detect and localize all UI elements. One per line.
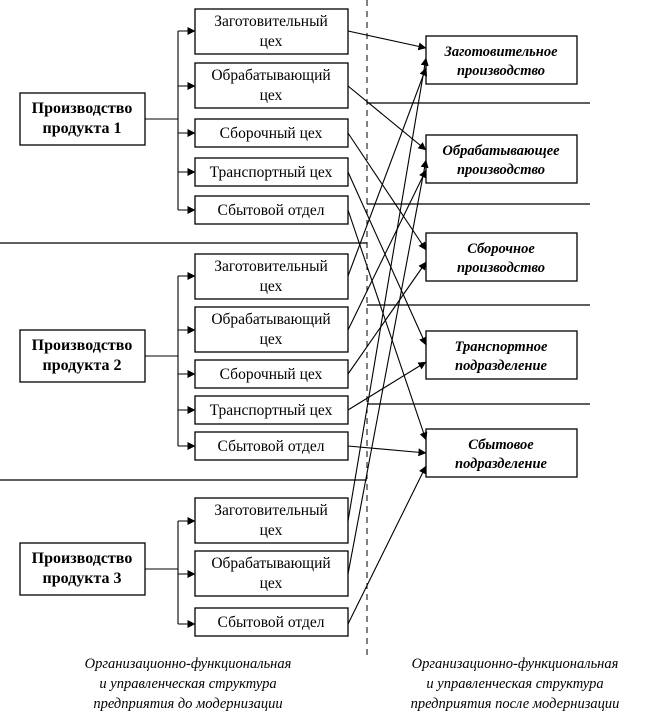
caption-after-line2: и управленческая структура <box>426 676 603 692</box>
product-1-label-line2: продукта 1 <box>42 120 121 137</box>
p2-zagot-line2: цех <box>260 278 283 295</box>
p3-sbyt-shop <box>194 607 349 637</box>
p1-obrab-line2: цех <box>260 87 283 104</box>
product-1-box <box>19 92 146 146</box>
product-2-group: Производство продукта 2 Заготовительный … <box>19 253 349 461</box>
mapping-arrows <box>347 30 429 625</box>
arrow-p2-zagot <box>347 67 428 277</box>
product-2-box <box>19 329 146 383</box>
p2-trans-shop <box>194 395 349 425</box>
new-unit-trans-line1: Транспортное <box>455 339 548 355</box>
new-unit-zagot-line2: производство <box>457 63 545 79</box>
arrow-p2-trans <box>347 361 427 411</box>
product-2-label-line1: Производство <box>32 337 133 354</box>
p3-sbyt-label: Сбытовой отдел <box>218 614 325 631</box>
p3-obrab-line2: цех <box>260 575 283 592</box>
p3-zagot-shop <box>194 497 349 544</box>
p1-sbor-label: Сборочный цех <box>220 125 323 142</box>
product-3-box <box>19 542 146 596</box>
p2-sbyt-label: Сбытовой отдел <box>218 438 325 455</box>
p2-sbyt-shop <box>194 431 349 461</box>
arrow-p1-zagot <box>347 30 427 51</box>
product-1-group: Производство продукта 1 Заготовительный … <box>19 8 349 225</box>
p1-trans-label: Транспортный цех <box>210 164 333 181</box>
p3-zagot-line1: Заготовительный <box>214 502 328 519</box>
p2-zagot-line1: Заготовительный <box>214 258 328 275</box>
new-unit-trans-line2: подразделение <box>455 358 548 374</box>
caption-after-line3: предприятия после модернизации <box>411 696 620 712</box>
new-unit-sbyt <box>425 428 578 478</box>
p2-zagot-shop <box>194 253 349 300</box>
arrow-p2-obrab <box>347 169 427 331</box>
new-unit-sbor <box>425 232 578 282</box>
product-2-label-line2: продукта 2 <box>42 357 121 374</box>
product-3-label-line1: Производство <box>32 550 133 567</box>
caption-after: Организационно-функциональная и управлен… <box>411 656 620 712</box>
arrow-p1-sbyt <box>347 209 428 441</box>
new-unit-sbor-line2: производство <box>457 260 545 276</box>
product-1-label-line1: Производство <box>32 100 133 117</box>
p3-zagot-line2: цех <box>260 522 283 539</box>
p1-zagot-line1: Заготовительный <box>214 13 328 30</box>
caption-before-line2: и управленческая структура <box>99 676 276 692</box>
p2-sbor-label: Сборочный цех <box>220 366 323 383</box>
p1-obrab-shop <box>194 62 349 109</box>
arrow-p1-obrab <box>347 85 427 151</box>
product-3-label-line2: продукта 3 <box>42 570 121 587</box>
arrow-p1-sbor <box>347 132 427 251</box>
caption-after-line1: Организационно-функциональная <box>412 656 619 672</box>
p2-trans-label: Транспортный цех <box>210 402 333 419</box>
new-unit-obrab-line2: производство <box>457 162 545 178</box>
p2-obrab-line2: цех <box>260 331 283 348</box>
arrow-p3-sbyt <box>347 465 427 625</box>
caption-before-line1: Организационно-функциональная <box>85 656 292 672</box>
p2-obrab-line1: Обрабатывающий <box>211 311 330 328</box>
new-unit-trans <box>425 330 578 380</box>
new-unit-sbor-line1: Сборочное <box>467 241 535 257</box>
p1-sbyt-shop <box>194 195 349 225</box>
p3-obrab-shop <box>194 550 349 597</box>
caption-before-line3: предприятия до модернизации <box>93 696 282 712</box>
new-unit-obrab <box>425 134 578 184</box>
caption-before: Организационно-функциональная и управлен… <box>85 656 292 712</box>
p3-obrab-line1: Обрабатывающий <box>211 555 330 572</box>
new-unit-sbyt-line1: Сбытовое <box>468 437 534 453</box>
arrow-p2-sbyt <box>347 445 427 457</box>
new-unit-zagot <box>425 35 578 85</box>
arrow-p3-zagot <box>347 57 429 522</box>
p1-zagot-line2: цех <box>260 33 283 50</box>
arrow-p1-trans <box>347 171 427 346</box>
arrow-p2-sbor <box>347 261 427 375</box>
new-unit-zagot-line1: Заготовительное <box>443 44 558 60</box>
p1-sbyt-label: Сбытовой отдел <box>218 202 325 219</box>
product-3-group: Производство продукта 3 Заготовительный … <box>19 497 349 637</box>
p2-sbor-shop <box>194 359 349 389</box>
arrow-p3-obrab <box>347 159 429 575</box>
new-unit-sbyt-line2: подразделение <box>455 456 548 472</box>
new-unit-obrab-line1: Обрабатывающее <box>442 143 560 159</box>
p2-obrab-shop <box>194 306 349 353</box>
new-units-group: Заготовительное производство Обрабатываю… <box>425 35 578 478</box>
p1-obrab-line1: Обрабатывающий <box>211 67 330 84</box>
